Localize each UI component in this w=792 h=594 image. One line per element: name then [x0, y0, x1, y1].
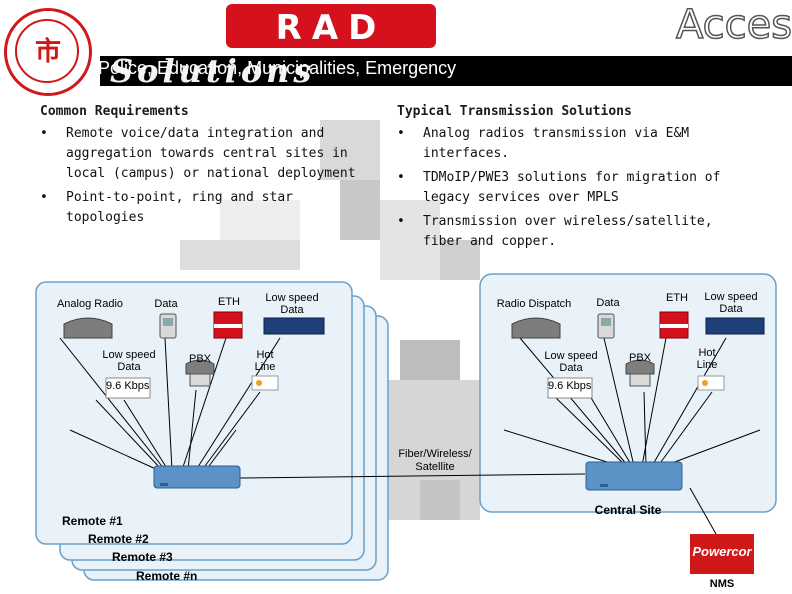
page-subtitle: Police, Education, Municipalities, Emerg…	[98, 58, 457, 78]
central-pbx-icon	[625, 359, 655, 387]
central-rate-label: 9.6 Kbps	[548, 380, 592, 392]
central-modem-icon	[547, 377, 593, 399]
solutions-banner: Solutions	[100, 56, 792, 86]
remote-analog-radio-label: Analog Radio	[56, 298, 124, 310]
seal-glyph: 市	[34, 37, 61, 67]
powercor-logo-text: Powercor	[692, 544, 752, 559]
requirement-item: Remote voice/data integration and aggreg…	[40, 124, 370, 184]
remote-data-label: Data	[154, 298, 178, 310]
remote-wires	[59, 337, 281, 471]
central-hot-line-icon	[697, 375, 725, 391]
requirement-item: Point-to-point, ring and star topologies	[40, 188, 370, 228]
remote-low-speed-data-icon	[263, 317, 325, 335]
rad-logo: RAD	[226, 4, 436, 48]
remote-eth-icon	[213, 311, 243, 339]
central-radio-dispatch-label: Radio Dispatch	[496, 298, 572, 310]
remote-modem-icon	[105, 377, 151, 399]
remote-1-label: Remote #1	[62, 514, 123, 528]
central-wires	[503, 337, 761, 467]
remote-hot-line-icon	[251, 375, 279, 391]
central-hot-line-label: Hot Line	[696, 347, 718, 371]
remote-switch-icon	[153, 465, 241, 489]
nms-label: NMS	[709, 578, 735, 590]
powercor-logo: Powercor	[690, 534, 754, 574]
remote-low-speed-data-label-2: Low speed Data	[102, 349, 156, 373]
central-site-label: Central Site	[594, 503, 662, 517]
city-seal-logo: 市	[4, 8, 92, 96]
solutions-list: Analog radios transmission via E&M inter…	[397, 124, 737, 256]
remote-panels	[35, 281, 389, 581]
remote-2-label: Remote #2	[88, 532, 149, 546]
remote-radio-icon	[63, 317, 113, 339]
page-title: ment	[132, 24, 188, 52]
requirements-list: Remote voice/data integration and aggreg…	[40, 124, 370, 232]
central-data-icon	[597, 313, 615, 339]
central-low-speed-data-label: Low speed Data	[704, 291, 758, 315]
remote-pbx-label: PBX	[188, 353, 211, 365]
central-data-label: Data	[596, 297, 620, 309]
remote-hot-line-label: Hot Line	[254, 349, 276, 373]
central-eth-icon	[659, 311, 689, 339]
remote-data-icon	[159, 313, 177, 339]
access-wordmark: Access	[675, 1, 792, 49]
banner-word: Solutions	[110, 56, 316, 86]
remote-low-speed-data-label: Low speed Data	[265, 292, 319, 316]
central-eth-label: ETH	[666, 292, 688, 304]
central-switch-icon	[585, 461, 683, 491]
central-radio-icon	[511, 317, 561, 339]
central-low-speed-data-label-2: Low speed Data	[544, 350, 598, 374]
remote-n-label: Remote #n	[136, 569, 198, 583]
remote-rate-label: 9.6 Kbps	[106, 380, 150, 392]
remote-eth-label: ETH	[218, 296, 240, 308]
solution-item: TDMoIP/PWE3 solutions for migration of l…	[397, 168, 737, 208]
fiber-link-line	[239, 473, 586, 479]
solution-item: Transmission over wireless/satellite, fi…	[397, 212, 737, 252]
fiber-link-label: Fiber/Wireless/ Satellite	[398, 448, 472, 473]
solution-item: Analog radios transmission via E&M inter…	[397, 124, 737, 164]
rad-logo-text: RAD	[275, 8, 387, 48]
solutions-heading: Typical Transmission Solutions	[397, 104, 632, 119]
remote-3-label: Remote #3	[112, 550, 173, 564]
nms-link-line	[689, 487, 717, 535]
central-pbx-label: PBX	[628, 352, 651, 364]
requirements-heading: Common Requirements	[40, 104, 189, 119]
central-low-speed-data-icon	[705, 317, 765, 335]
remote-pbx-icon	[185, 359, 215, 387]
